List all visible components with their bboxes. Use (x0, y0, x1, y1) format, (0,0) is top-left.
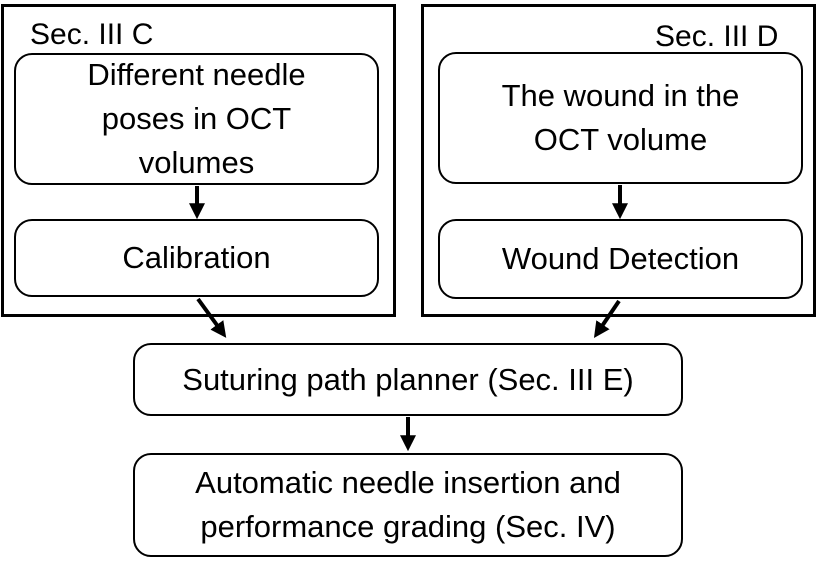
node-wound-detection: Wound Detection (438, 219, 803, 299)
node-wound-in-volume: The wound in the OCT volume (438, 52, 803, 184)
node-needle-poses-line-3: volumes (138, 145, 255, 180)
node-suturing-path-planner-label: Suturing path planner (Sec. III E) (182, 361, 634, 397)
node-needle-insertion-grading: Automatic needle insertion and performan… (133, 453, 683, 557)
section-label-left: Sec. III C (30, 18, 154, 51)
node-needle-insertion-grading-line-2: performance grading (Sec. IV) (200, 509, 616, 544)
node-needle-poses: Different needle poses in OCT volumes (14, 53, 379, 185)
node-needle-insertion-grading-line-1: Automatic needle insertion and (195, 465, 621, 500)
node-calibration-label: Calibration (122, 240, 271, 275)
node-wound-in-volume-line-1: The wound in the (501, 78, 740, 113)
node-wound-detection-label: Wound Detection (501, 241, 740, 276)
node-wound-in-volume-line-2: OCT volume (533, 122, 708, 157)
node-calibration: Calibration (14, 219, 379, 297)
node-suturing-path-planner: Suturing path planner (Sec. III E) (133, 343, 683, 416)
node-needle-poses-line-2: poses in OCT (101, 101, 292, 136)
section-label-right: Sec. III D (655, 20, 779, 53)
node-needle-poses-line-1: Different needle (87, 57, 306, 92)
